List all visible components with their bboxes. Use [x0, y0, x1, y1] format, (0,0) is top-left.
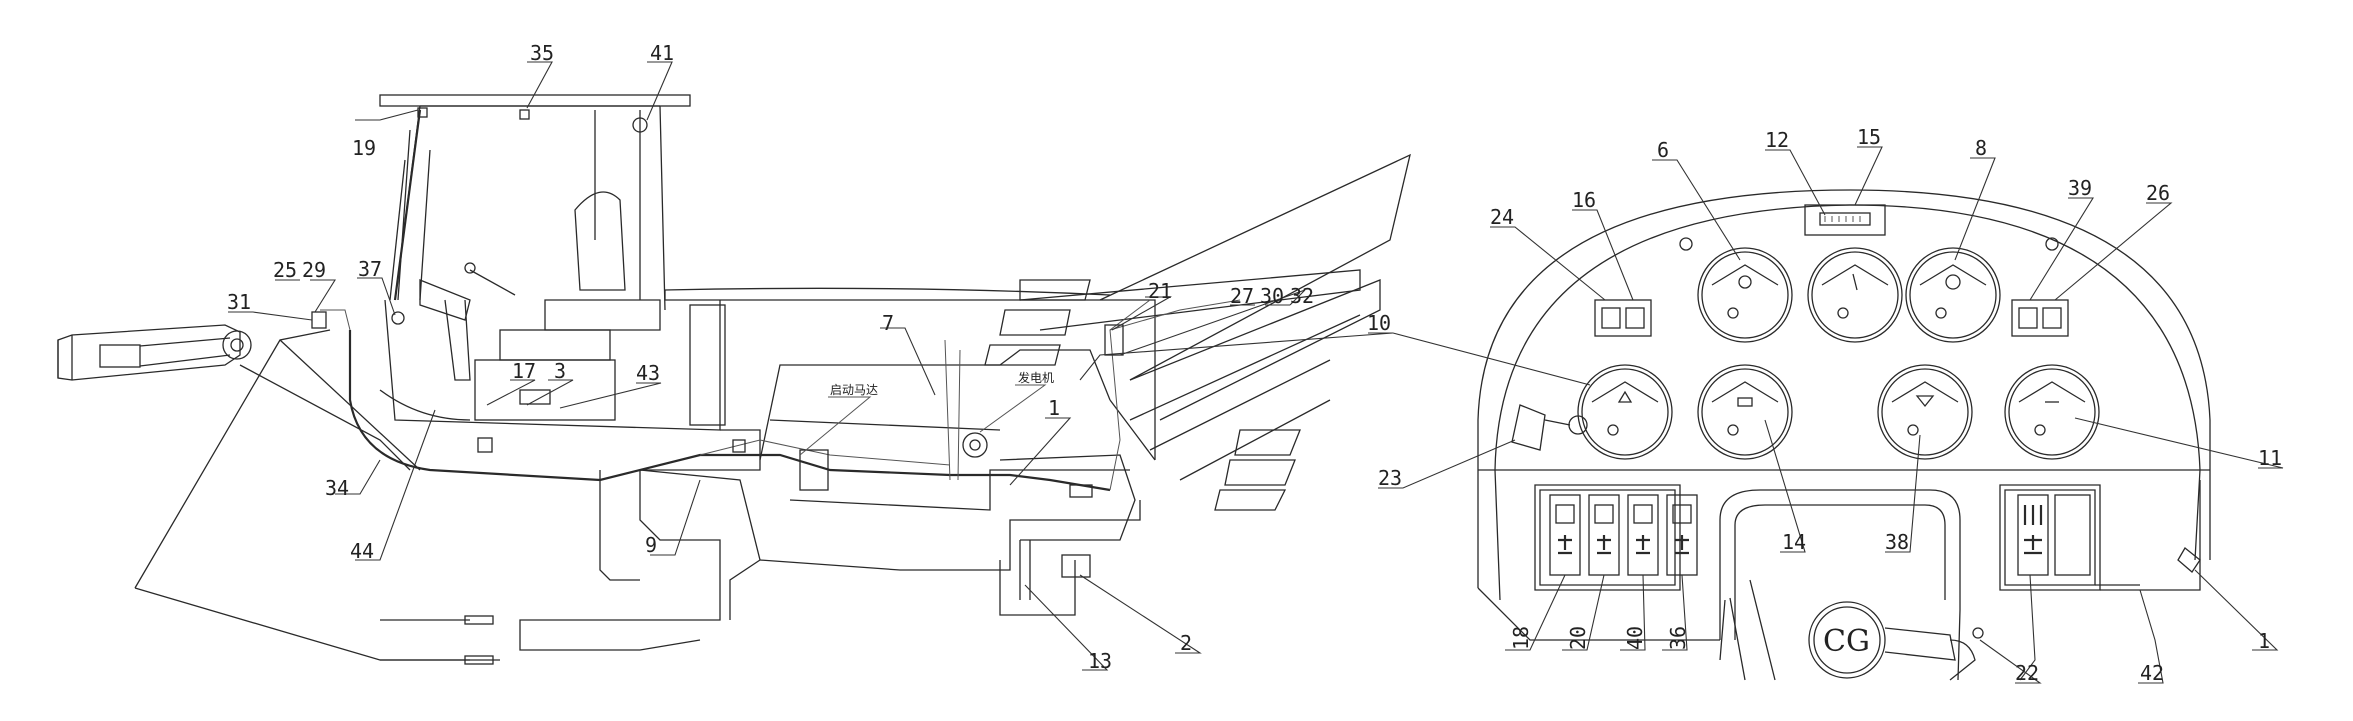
callout-27: 27	[1230, 284, 1254, 308]
callout-10: 10	[1367, 311, 1391, 335]
callout-7: 7	[882, 311, 894, 335]
callout-14: 14	[1782, 530, 1806, 554]
ignition-switch	[1511, 404, 1588, 451]
callout-labels: 35 41 19 37 25 29 31 17 3 43 34 44 7 9 1…	[227, 41, 2282, 685]
callout-20: 20	[1566, 626, 1590, 650]
left-leader-lines	[228, 61, 1394, 671]
callout-9: 9	[645, 533, 657, 557]
callout-16: 16	[1572, 188, 1596, 212]
callout-24: 24	[1490, 205, 1514, 229]
callout-25: 25	[273, 258, 297, 282]
callout-34: 34	[325, 476, 349, 500]
callout-18: 18	[1509, 626, 1533, 650]
callout-35: 35	[530, 41, 554, 65]
callout-1-right: 1	[2258, 629, 2270, 653]
callout-6: 6	[1657, 138, 1669, 162]
rocker-switches	[1549, 494, 2091, 576]
callout-29: 29	[302, 258, 326, 282]
callout-31: 31	[227, 290, 251, 314]
indicator-lamps-39-26	[2011, 299, 2069, 337]
callout-26: 26	[2146, 181, 2170, 205]
loader-side-view	[57, 94, 1411, 665]
callout-43: 43	[636, 361, 660, 385]
callout-37: 37	[358, 257, 382, 281]
callout-13: 13	[1088, 649, 1112, 673]
callout-21: 21	[1148, 279, 1172, 303]
gauge-11	[2004, 364, 2100, 460]
steering-wheel-logo: CG	[1823, 624, 1870, 659]
callout-40: 40	[1623, 626, 1647, 650]
label-alternator: 发电机	[1018, 370, 1054, 385]
callout-17: 17	[512, 359, 536, 383]
callout-32: 32	[1290, 284, 1314, 308]
callout-3: 3	[554, 359, 566, 383]
callout-44: 44	[350, 539, 374, 563]
instrument-panel	[1477, 189, 2211, 681]
callout-1-left: 1	[1048, 396, 1060, 420]
callout-2: 2	[1180, 631, 1192, 655]
gauge-8	[1905, 247, 2001, 343]
component-labels: 启动马达 发电机 CG	[830, 370, 1870, 659]
callout-12: 12	[1765, 128, 1789, 152]
callout-22: 22	[2015, 661, 2039, 685]
callout-30: 30	[1260, 284, 1284, 308]
gauge-10	[1577, 364, 1673, 460]
callout-36: 36	[1666, 626, 1690, 650]
right-leader-lines	[1368, 146, 2284, 684]
gauge-6	[1697, 247, 1793, 343]
gauge-38	[1877, 364, 1973, 460]
indicator-lamps-24-16	[1594, 299, 1652, 337]
callout-23: 23	[1378, 466, 1402, 490]
callout-38: 38	[1885, 530, 1909, 554]
callout-41: 41	[650, 41, 674, 65]
gauge-12	[1807, 247, 1903, 343]
gauge-14	[1697, 364, 1793, 460]
callout-11: 11	[2258, 446, 2282, 470]
callout-8: 8	[1975, 136, 1987, 160]
label-starter-motor: 启动马达	[830, 383, 878, 397]
callout-15: 15	[1857, 125, 1881, 149]
callout-39: 39	[2068, 176, 2092, 200]
hour-meter	[1804, 204, 1886, 236]
callout-19: 19	[352, 136, 376, 160]
callout-42: 42	[2140, 661, 2164, 685]
